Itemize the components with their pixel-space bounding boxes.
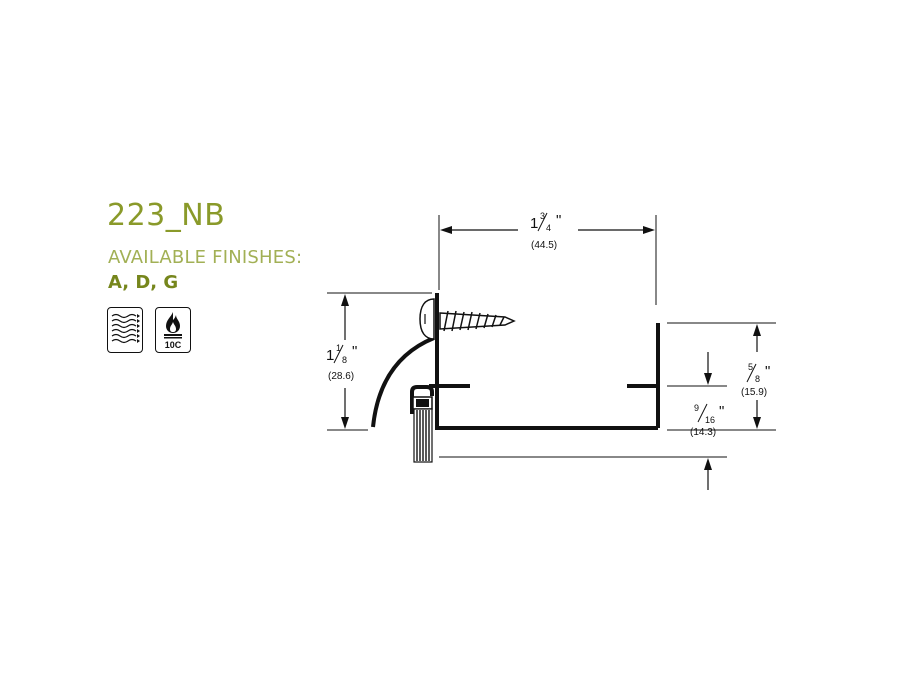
smoke-icon <box>111 313 140 344</box>
fire-rated-badge: 10C <box>155 307 191 353</box>
svg-text:": " <box>556 212 561 229</box>
svg-text:8: 8 <box>342 355 347 365</box>
brush-insert <box>410 385 434 463</box>
smoke-rated-badge <box>107 307 143 353</box>
svg-text:(44.5): (44.5) <box>531 240 557 251</box>
dim-height-label: 1 1 8 " (28.6) <box>326 343 357 382</box>
svg-text:3: 3 <box>540 211 545 221</box>
svg-text:1: 1 <box>530 215 538 232</box>
svg-text:": " <box>765 363 770 380</box>
svg-text:(28.6): (28.6) <box>328 371 354 382</box>
dim-width-label: 1 3 4 " (44.5) <box>530 211 561 251</box>
curved-lip <box>371 336 435 428</box>
model-number: 223_NB <box>107 198 226 233</box>
svg-text:(14.3): (14.3) <box>690 427 716 438</box>
svg-text:1: 1 <box>336 343 341 353</box>
svg-text:9: 9 <box>694 403 699 413</box>
screw <box>419 298 516 340</box>
svg-text:1: 1 <box>326 347 334 364</box>
svg-text:8: 8 <box>755 374 760 384</box>
finishes-label: AVAILABLE FINISHES: <box>108 247 303 268</box>
svg-text:4: 4 <box>546 223 551 233</box>
dim-flange-label: 5 8 " (15.9) <box>741 362 770 398</box>
extension-lines <box>327 215 776 458</box>
channel-profile <box>429 293 660 430</box>
svg-text:": " <box>719 403 724 420</box>
svg-text:(15.9): (15.9) <box>741 387 767 398</box>
svg-text:16: 16 <box>705 415 715 425</box>
dim-gap-label: 9 16 " (14.3) <box>690 403 724 438</box>
finishes-list: A, D, G <box>108 272 179 293</box>
svg-text:": " <box>352 343 357 360</box>
dimension-lines <box>341 226 761 490</box>
svg-text:5: 5 <box>748 362 753 372</box>
fire-rating-code: 10C <box>164 340 182 350</box>
fire-icon <box>164 312 182 339</box>
